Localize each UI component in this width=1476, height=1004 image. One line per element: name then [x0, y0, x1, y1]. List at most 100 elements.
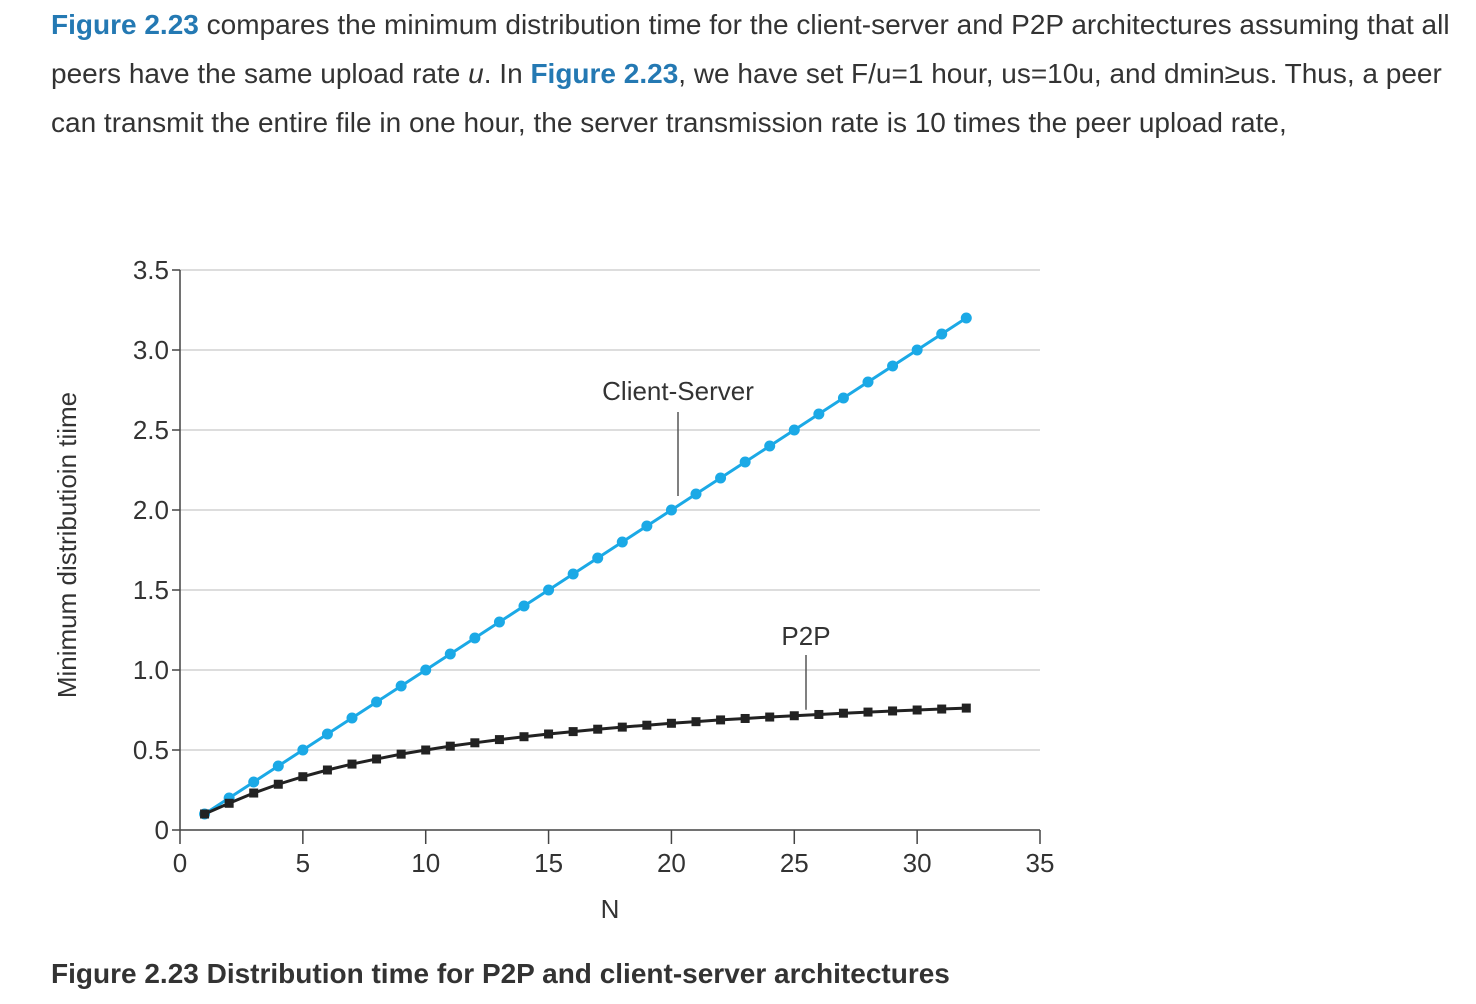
data-point: [961, 703, 971, 713]
y-axis-label: Minimum distributioin tiime: [52, 392, 82, 698]
data-point: [837, 392, 849, 404]
intro-paragraph: Figure 2.23 compares the minimum distrib…: [51, 0, 1461, 147]
data-point: [691, 717, 701, 727]
data-point: [739, 456, 751, 468]
intro-text: , we have set F/u=1 hour, us=10u, and dm…: [51, 58, 1442, 138]
y-tick-label: 0: [155, 815, 169, 845]
data-point: [715, 472, 727, 484]
figure-caption: Figure 2.23 Distribution time for P2P an…: [51, 958, 950, 989]
data-point: [592, 552, 604, 564]
data-point: [544, 729, 554, 739]
data-point: [814, 709, 824, 719]
data-point: [568, 727, 578, 737]
y-tick-label: 2.5: [133, 415, 169, 445]
data-point: [298, 772, 308, 782]
data-point: [863, 707, 873, 717]
data-point: [888, 706, 898, 716]
data-point: [937, 704, 947, 714]
data-point: [519, 732, 529, 742]
data-point: [346, 712, 358, 724]
data-point: [543, 584, 555, 596]
x-tick-label: 10: [411, 848, 440, 878]
data-point: [936, 328, 948, 340]
data-point: [372, 754, 382, 764]
data-point: [248, 776, 260, 788]
annotation-label: Client-Server: [602, 376, 754, 406]
data-point: [421, 745, 431, 755]
data-point: [273, 779, 283, 789]
data-point: [593, 724, 603, 734]
data-point: [642, 720, 652, 730]
data-point: [347, 759, 357, 769]
data-point: [690, 488, 702, 500]
data-point: [249, 788, 259, 798]
data-point: [297, 744, 309, 756]
y-tick-label: 3.0: [133, 335, 169, 365]
data-point: [617, 722, 627, 732]
x-tick-label: 0: [173, 848, 187, 878]
data-point: [789, 711, 799, 721]
data-point: [199, 808, 211, 820]
axes: [179, 270, 1040, 831]
data-point: [616, 536, 628, 548]
series: [199, 312, 972, 820]
data-point: [445, 741, 455, 751]
grid-lines: [180, 269, 1040, 751]
x-tick-label: 5: [296, 848, 310, 878]
data-point: [371, 696, 383, 708]
figure-link[interactable]: Figure 2.23: [530, 58, 679, 89]
x-tick-label: 35: [1026, 848, 1055, 878]
data-point: [200, 809, 210, 819]
x-axis-label: N: [601, 894, 620, 924]
series-line: [203, 316, 968, 816]
x-tick-label: 20: [657, 848, 686, 878]
variable-u: u: [468, 58, 484, 89]
y-tick-label: 0.5: [133, 735, 169, 765]
data-point: [788, 424, 800, 436]
data-point: [716, 715, 726, 725]
data-point: [469, 632, 481, 644]
y-tick-label: 3.5: [133, 255, 169, 285]
data-point: [322, 765, 332, 775]
data-point: [912, 705, 922, 715]
data-point: [838, 708, 848, 718]
data-point: [420, 664, 432, 676]
data-point: [224, 798, 234, 808]
data-point: [911, 344, 923, 356]
data-point: [567, 568, 579, 580]
data-point: [223, 792, 235, 804]
data-point: [444, 648, 456, 660]
data-point: [470, 738, 480, 748]
data-point: [321, 728, 333, 740]
data-point: [272, 760, 284, 772]
data-point: [493, 616, 505, 628]
data-point: [641, 520, 653, 532]
data-point: [396, 749, 406, 759]
x-tick-label: 30: [903, 848, 932, 878]
series-client-server: [199, 312, 972, 820]
annotation-label: P2P: [781, 621, 830, 651]
data-point: [395, 680, 407, 692]
figure-link[interactable]: Figure 2.23: [51, 9, 199, 40]
intro-text: compares the minimum distribution time f…: [51, 9, 1450, 89]
x-tick-label: 15: [534, 848, 563, 878]
data-point: [666, 718, 676, 728]
data-point: [813, 408, 825, 420]
data-point: [765, 712, 775, 722]
intro-text: . In: [483, 58, 531, 89]
y-tick-label: 1.5: [133, 575, 169, 605]
data-point: [764, 440, 776, 452]
series-p2p: [200, 703, 971, 819]
data-point: [862, 376, 874, 388]
data-point: [887, 360, 899, 372]
y-tick-label: 2.0: [133, 495, 169, 525]
data-point: [494, 735, 504, 745]
data-point: [518, 600, 530, 612]
y-tick-label: 1.0: [133, 655, 169, 685]
data-point: [960, 312, 972, 324]
series-line: [203, 706, 967, 816]
